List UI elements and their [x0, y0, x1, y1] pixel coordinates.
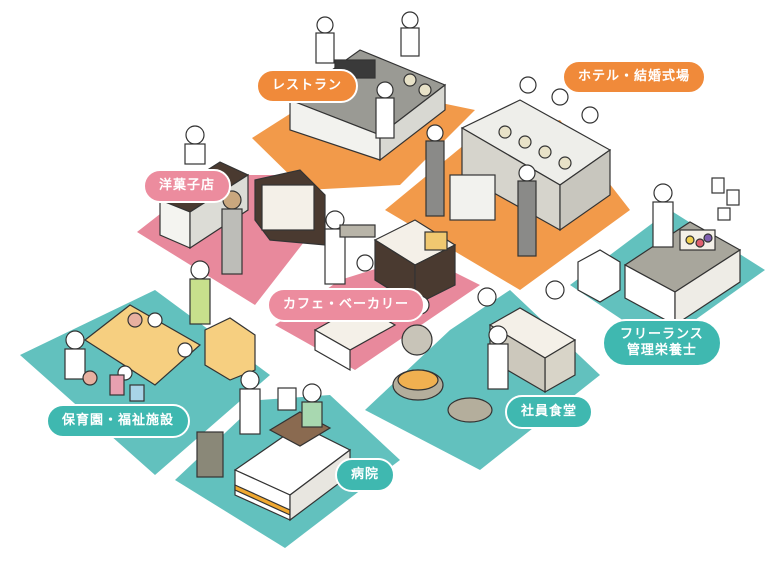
label-restaurant-text: レストラン	[272, 78, 343, 93]
freelance-scene	[577, 177, 742, 327]
dietitian-body	[652, 201, 674, 248]
label-patisserie[interactable]: 洋菓子店	[143, 169, 232, 203]
label-nursery-text: 保育園・福祉施設	[62, 413, 175, 428]
waitress-head	[426, 124, 444, 142]
caregiver-head	[65, 330, 85, 350]
label-cafeteria-text: 社員食堂	[521, 404, 578, 419]
pastry-chef-body	[184, 143, 206, 165]
trolley	[449, 174, 496, 221]
restaurant-counter-side	[379, 83, 446, 162]
bread-tray	[339, 224, 376, 238]
banquet-side	[559, 148, 611, 232]
drawer-cabinet	[577, 249, 621, 303]
nurse-body	[239, 388, 261, 435]
label-hotel-text: ホテル・結婚式場	[578, 69, 691, 84]
desk-side	[674, 248, 741, 327]
cafe-counter-front	[314, 328, 351, 372]
label-cafeteria[interactable]: 社員食堂	[505, 395, 594, 429]
chef-head	[551, 88, 569, 106]
cook-head	[316, 16, 334, 34]
waiter-head	[376, 81, 394, 99]
kettle	[447, 397, 493, 423]
label-hotel[interactable]: ホテル・結婚式場	[562, 60, 707, 94]
dish	[418, 83, 432, 97]
server-head	[401, 11, 419, 29]
nursery-scene	[64, 260, 256, 402]
waiter-body	[375, 97, 395, 139]
child-head	[147, 312, 163, 328]
baker-body	[324, 228, 346, 285]
waitress-body	[425, 140, 445, 217]
label-freelance[interactable]: フリーランス 管理栄養士	[602, 319, 722, 367]
bread-basket	[424, 231, 448, 251]
caregiver-body	[64, 348, 86, 380]
waiter-head	[518, 164, 536, 182]
dish	[403, 73, 417, 87]
server-body	[400, 27, 420, 57]
chef-head	[519, 76, 537, 94]
child-head	[127, 312, 143, 328]
kettle-lid	[401, 324, 433, 356]
staff-head	[356, 254, 374, 272]
document	[717, 207, 731, 221]
customer-body	[221, 208, 243, 275]
label-freelance-line2: 管理栄養士	[626, 343, 697, 358]
meal-cart	[196, 431, 224, 478]
cook-body	[487, 343, 509, 390]
label-freelance-line1: フリーランス	[620, 327, 704, 342]
hotel-scene	[425, 76, 612, 257]
cook-body	[315, 32, 335, 64]
child-chair	[109, 374, 125, 396]
cook-head	[477, 287, 497, 307]
waiter-body	[517, 180, 537, 257]
child-chair	[129, 384, 145, 402]
label-patisserie-text: 洋菓子店	[159, 178, 216, 193]
soup	[397, 369, 439, 391]
bedside-cabinet	[277, 387, 297, 411]
label-nursery[interactable]: 保育園・福祉施設	[46, 404, 191, 438]
patient-head	[302, 383, 322, 403]
patient-body	[301, 401, 323, 428]
label-cafe[interactable]: カフェ・ベーカリー	[267, 288, 426, 322]
dietitian-head	[653, 183, 673, 203]
label-hospital[interactable]: 病院	[335, 458, 396, 492]
cook-head	[545, 280, 565, 300]
label-restaurant[interactable]: レストラン	[256, 69, 359, 103]
child-head	[82, 370, 98, 386]
document	[726, 189, 740, 206]
cook-head	[488, 325, 508, 345]
nurse-head	[240, 370, 260, 390]
caregiver-head	[190, 260, 210, 280]
display-glass	[261, 184, 315, 231]
pastry-chef-head	[185, 125, 205, 145]
serving-cart	[204, 317, 256, 381]
chef-head	[581, 106, 599, 124]
label-hospital-text: 病院	[351, 467, 380, 482]
document	[711, 177, 725, 194]
label-cafe-text: カフェ・ベーカリー	[283, 297, 410, 312]
caregiver-body	[189, 278, 211, 325]
child-head	[177, 342, 193, 358]
hospital-scene	[196, 370, 352, 522]
